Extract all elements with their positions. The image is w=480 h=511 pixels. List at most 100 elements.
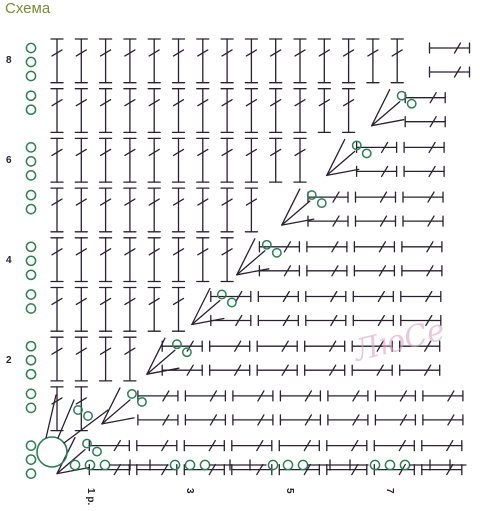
double-crochet-symbol bbox=[257, 290, 299, 303]
double-crochet-symbol bbox=[74, 137, 88, 183]
double-crochet-symbol bbox=[355, 141, 398, 154]
double-crochet-symbol bbox=[184, 414, 227, 426]
double-crochet-symbol bbox=[351, 340, 393, 352]
column-label-7: 7 bbox=[384, 488, 395, 494]
double-crochet-symbol bbox=[354, 215, 397, 227]
chart-labels: 2 4 6 8 1 р. 3 5 7 bbox=[6, 55, 395, 505]
double-crochet-symbol bbox=[305, 290, 347, 303]
double-crochet-symbol bbox=[123, 38, 137, 84]
double-crochet-symbol bbox=[74, 336, 88, 382]
chain-stitch-symbol bbox=[261, 239, 272, 250]
double-crochet-symbol bbox=[171, 187, 186, 233]
chain-stitch-symbol bbox=[137, 396, 147, 407]
chain-stitch-symbol bbox=[25, 189, 37, 201]
chain-stitch-symbol bbox=[84, 459, 96, 471]
double-crochet-symbol bbox=[220, 237, 234, 283]
double-crochet-symbol bbox=[304, 340, 346, 352]
chain-stitch-symbol bbox=[216, 289, 227, 300]
column-label-3: 3 bbox=[184, 488, 195, 494]
double-crochet-symbol bbox=[244, 137, 259, 183]
chain-stitch-symbol bbox=[271, 247, 282, 258]
row-label-4: 4 bbox=[6, 255, 12, 266]
double-crochet-symbol bbox=[269, 88, 283, 134]
row-label-8: 8 bbox=[6, 55, 12, 66]
double-crochet-symbol bbox=[326, 439, 368, 452]
double-crochet-symbol bbox=[401, 241, 443, 253]
double-crochet-symbol bbox=[428, 66, 471, 78]
double-crochet-symbol bbox=[50, 237, 64, 283]
double-crochet-symbol bbox=[171, 286, 186, 332]
chain-stitch-symbol bbox=[169, 459, 181, 471]
double-crochet-symbol bbox=[279, 414, 322, 426]
double-crochet-symbol bbox=[74, 237, 88, 283]
double-crochet-symbol bbox=[293, 88, 307, 134]
chain-stitch-symbol bbox=[361, 148, 372, 159]
double-crochet-symbol bbox=[171, 38, 186, 84]
chain-stitch-symbol bbox=[226, 297, 237, 308]
chain-stitch-symbol bbox=[351, 140, 362, 151]
double-crochet-symbol bbox=[428, 42, 471, 54]
double-crochet-symbol bbox=[307, 191, 349, 203]
chain-stitch-symbol bbox=[25, 289, 37, 300]
double-crochet-symbol bbox=[147, 286, 161, 332]
chain-stitch-symbol bbox=[406, 98, 417, 109]
chain-stitch-symbol bbox=[282, 459, 294, 471]
double-crochet-symbol bbox=[256, 364, 298, 376]
double-crochet-symbol bbox=[304, 364, 346, 376]
double-crochet-symbol bbox=[278, 439, 320, 452]
double-crochet-symbol bbox=[257, 314, 299, 327]
double-crochet-symbol bbox=[147, 88, 161, 134]
chain-stitch-symbol bbox=[25, 354, 37, 366]
double-crochet-symbol bbox=[196, 38, 210, 84]
chain-stitch-symbol bbox=[73, 405, 83, 415]
double-crochet-symbol bbox=[123, 336, 137, 382]
double-crochet-symbol bbox=[258, 265, 301, 277]
double-crochet-symbol bbox=[341, 38, 356, 84]
chain-stitch-symbol bbox=[306, 190, 317, 201]
double-crochet-symbol bbox=[231, 463, 273, 476]
double-crochet-symbol bbox=[353, 241, 396, 253]
double-crochet-symbol bbox=[50, 187, 64, 233]
chain-stitch-symbol bbox=[25, 203, 37, 215]
double-crochet-symbol bbox=[293, 38, 307, 84]
double-crochet-symbol bbox=[123, 137, 137, 183]
double-crochet-symbol bbox=[401, 265, 443, 277]
double-crochet-symbol bbox=[327, 414, 369, 426]
double-crochet-symbol bbox=[244, 38, 259, 84]
chain-stitch-symbol bbox=[25, 368, 37, 380]
chain-stitch-symbol bbox=[25, 170, 37, 181]
chain-stitch-symbol bbox=[25, 340, 37, 352]
chain-stitch-symbol bbox=[369, 459, 381, 471]
double-crochet-symbol bbox=[305, 314, 347, 327]
double-crochet-symbol bbox=[98, 237, 113, 283]
double-crochet-symbol bbox=[256, 340, 298, 352]
double-crochet-symbol bbox=[137, 414, 179, 426]
double-crochet-symbol bbox=[220, 187, 234, 233]
stitch-grid bbox=[25, 38, 471, 479]
double-crochet-symbol bbox=[147, 187, 161, 233]
double-crochet-symbol bbox=[403, 141, 445, 154]
chain-stitch-symbol bbox=[25, 241, 37, 253]
double-crochet-symbol bbox=[209, 364, 251, 376]
double-crochet-symbol bbox=[402, 191, 444, 203]
double-crochet-symbol bbox=[98, 336, 113, 382]
double-crochet-symbol bbox=[137, 390, 179, 402]
double-crochet-symbol bbox=[399, 364, 441, 376]
chain-stitch-symbol bbox=[184, 459, 196, 471]
double-crochet-symbol bbox=[183, 439, 225, 452]
double-crochet-symbol bbox=[400, 290, 442, 303]
double-crochet-symbol bbox=[147, 38, 161, 84]
chain-stitch-symbol bbox=[25, 388, 37, 400]
double-crochet-symbol bbox=[220, 38, 234, 84]
double-crochet-symbol bbox=[196, 187, 210, 233]
double-crochet-symbol bbox=[50, 38, 64, 84]
double-crochet-symbol bbox=[220, 137, 234, 183]
double-crochet-symbol bbox=[147, 237, 161, 283]
double-crochet-symbol bbox=[74, 286, 88, 332]
chain-stitch-symbol bbox=[83, 411, 93, 421]
double-crochet-symbol bbox=[50, 336, 64, 382]
chain-stitch-symbol bbox=[316, 198, 327, 209]
chain-stitch-symbol bbox=[25, 402, 37, 414]
chain-stitch-symbol bbox=[267, 459, 279, 471]
